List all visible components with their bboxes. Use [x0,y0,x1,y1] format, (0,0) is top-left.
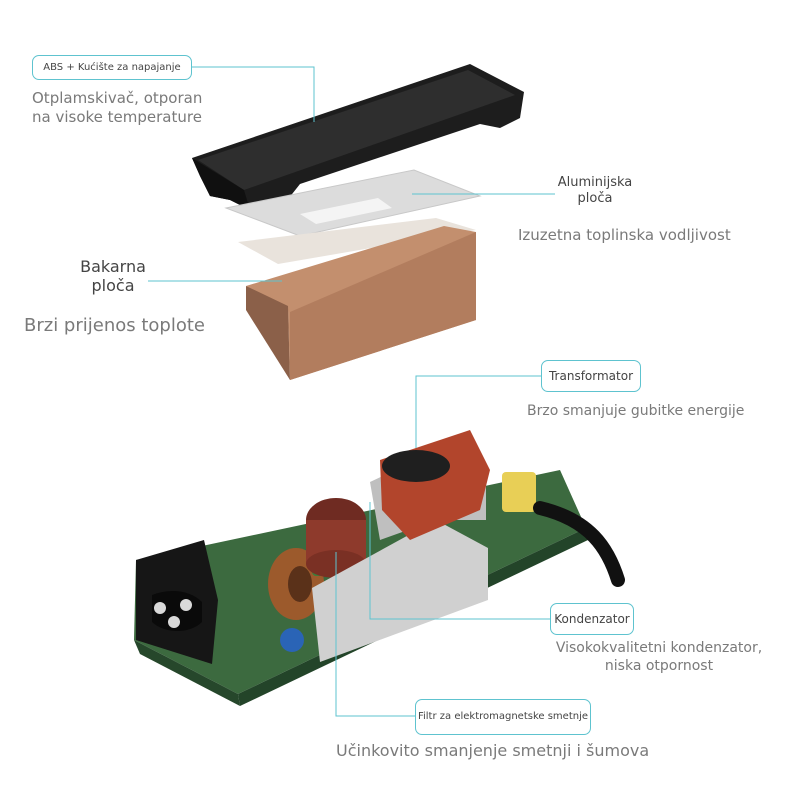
abs-housing-cover [192,64,524,222]
ac-inlet-connector [136,540,218,664]
x-capacitor [502,472,536,512]
capacitor-callout-description: Visokokvalitetni kondenzator, niska otpo… [555,640,763,674]
transformer-callout-description: Brzo smanjuje gubitke energije [527,403,745,419]
copper-callout-label: Bakarna ploča [80,257,146,296]
housing-callout-description: Otplamskivač, otporan na visoke temperat… [32,89,203,126]
copper-callout-description: Brzi prijenos toplote [24,315,205,336]
aluminum-plate [224,169,482,237]
housing-callout-label: ABS + Kućište za napajanje [32,55,192,80]
y-capacitor [280,628,304,652]
transformer [380,430,490,540]
callout-lines [148,66,555,717]
copper-plate [238,218,476,380]
transformer-callout-label: Transformator [541,360,641,392]
pcb-assembly [134,430,625,706]
aluminum-callout-label: Aluminijska ploča [557,175,633,206]
capacitor-callout-label: Kondenzator [550,603,634,635]
emi-filter-callout-description: Učinkovito smanjenje smetnji i šumova [336,741,650,760]
emi-filter-callout-label: Filtr za elektromagnetske smetnje [415,699,591,735]
aluminum-callout-description: Izuzetna toplinska vodljivost [518,226,731,244]
